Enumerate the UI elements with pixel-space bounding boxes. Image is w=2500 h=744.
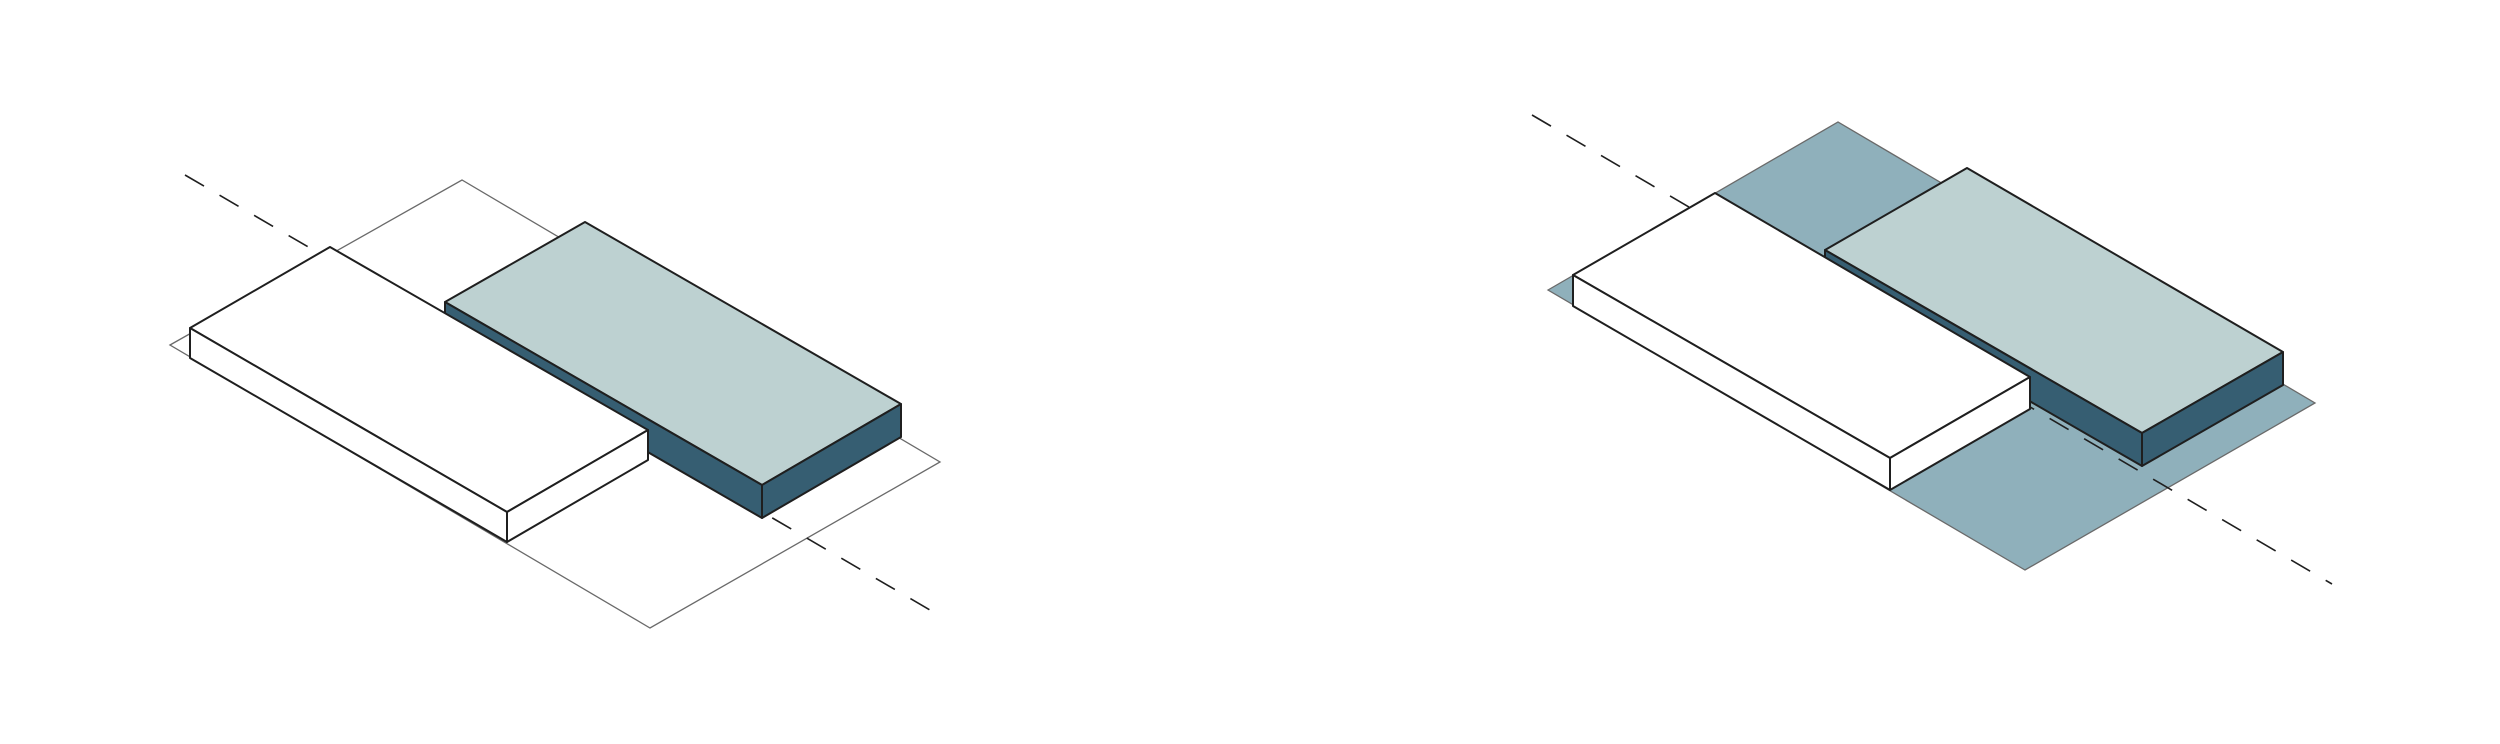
left-site-plate xyxy=(168,179,942,629)
left-white-block xyxy=(189,246,649,543)
right-white-block-right xyxy=(1889,376,2031,491)
right-diagram xyxy=(1531,114,2333,585)
left-diagram xyxy=(168,174,942,629)
right-white-block xyxy=(1572,192,2031,491)
left-teal-block-right xyxy=(761,403,902,519)
left-white-block-right xyxy=(506,429,649,543)
right-teal-block-right xyxy=(2141,351,2284,467)
right-axis-line xyxy=(1531,114,2333,585)
